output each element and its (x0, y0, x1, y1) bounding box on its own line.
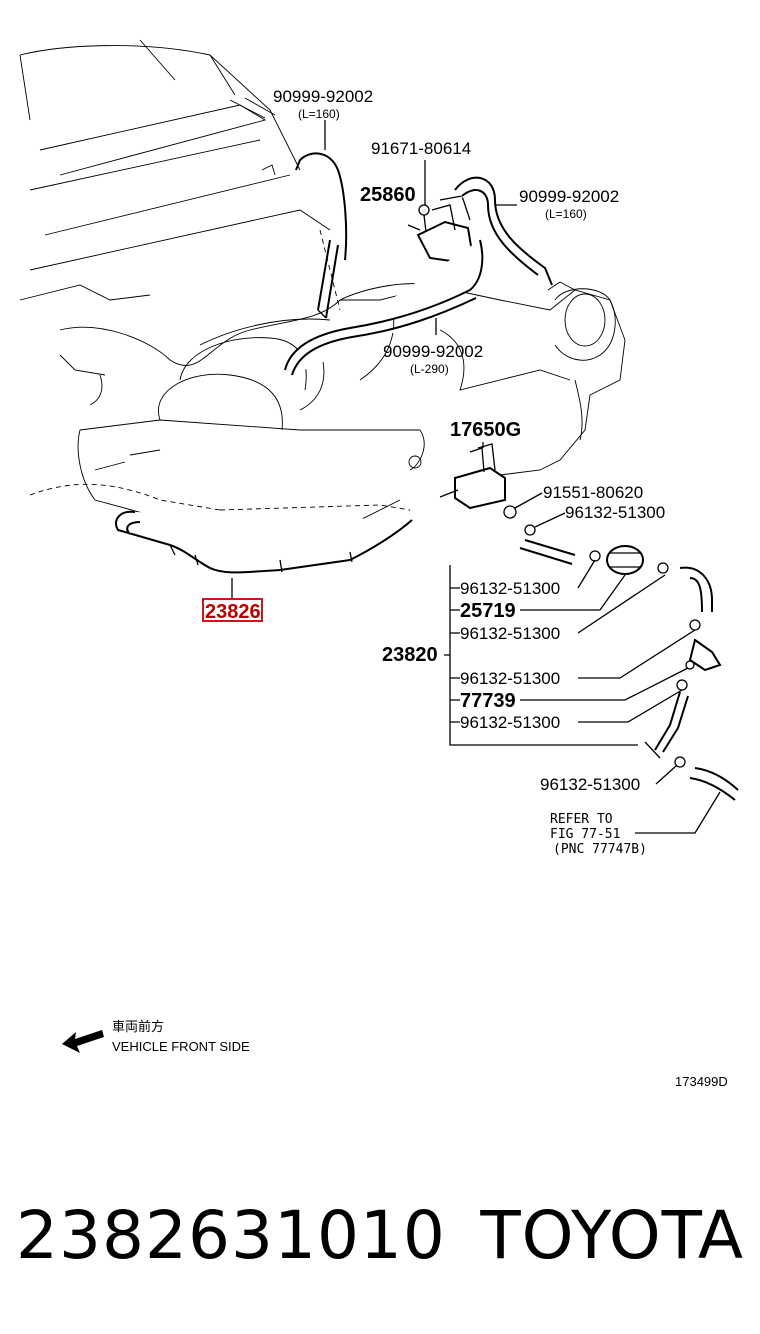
hose-assembly-23820 (519, 524, 739, 801)
callout-25860[interactable]: 25860 (360, 184, 416, 206)
length-note-top-left: (L=160) (298, 107, 340, 121)
reference-line-1: REFER TO (550, 812, 613, 827)
callout-90999-92002-top-left[interactable]: 90999-92002 (273, 87, 373, 106)
reference-line-2[interactable]: FIG 77-51 (550, 827, 620, 842)
callout-90999-92002-top-right[interactable]: 90999-92002 (519, 187, 619, 206)
group-item-clamp-3[interactable]: 96132-51300 (460, 669, 560, 688)
leader-lines (231, 120, 721, 834)
direction-indicator: 車両前方 VEHICLE FRONT SIDE (62, 1019, 250, 1054)
vacuum-hose-23826 (115, 510, 413, 574)
group-item-clamp-2[interactable]: 96132-51300 (460, 624, 560, 643)
callout-96132-51300-top[interactable]: 96132-51300 (565, 503, 665, 522)
illustration-id: 173499D (675, 1074, 728, 1089)
direction-label-english: VEHICLE FRONT SIDE (112, 1039, 250, 1054)
callout-23826-highlighted[interactable]: 23826 (205, 601, 261, 623)
group-item-clamp-1[interactable]: 96132-51300 (460, 579, 560, 598)
footer-brand: TOYOTA (480, 1196, 744, 1274)
vacuum-hose-middle (284, 239, 484, 376)
vacuum-hose-top-left (295, 152, 348, 319)
length-note-middle: (L-290) (410, 362, 449, 376)
vsv-valve (439, 443, 517, 519)
group-item-clamp-4[interactable]: 96132-51300 (460, 713, 560, 732)
footer-part-number: 2382631010 (16, 1196, 446, 1274)
callout-labels: 90999-92002 (L=160) 91671-80614 25860 90… (202, 87, 665, 857)
group-item-77739[interactable]: 77739 (460, 690, 516, 712)
length-note-top-right: (L=160) (545, 207, 587, 221)
direction-label-japanese: 車両前方 (112, 1019, 164, 1035)
callout-91671-80614[interactable]: 91671-80614 (371, 139, 471, 158)
group-item-25719[interactable]: 25719 (460, 600, 516, 622)
arrow-left-icon (62, 1030, 104, 1053)
callout-96132-51300-bottom[interactable]: 96132-51300 (540, 775, 640, 794)
highlight-box (202, 598, 263, 622)
footer-bar: 2382631010 TOYOTA (16, 1190, 744, 1280)
callout-91551-80620[interactable]: 91551-80620 (543, 483, 643, 502)
vsv-bracket-assembly (416, 195, 474, 264)
reference-line-3: (PNC 77747B) (553, 842, 647, 857)
callout-23820[interactable]: 23820 (382, 644, 438, 666)
callout-90999-92002-middle[interactable]: 90999-92002 (383, 342, 483, 361)
vacuum-hose-top-right (454, 176, 553, 286)
callout-17650g[interactable]: 17650G (450, 419, 521, 441)
